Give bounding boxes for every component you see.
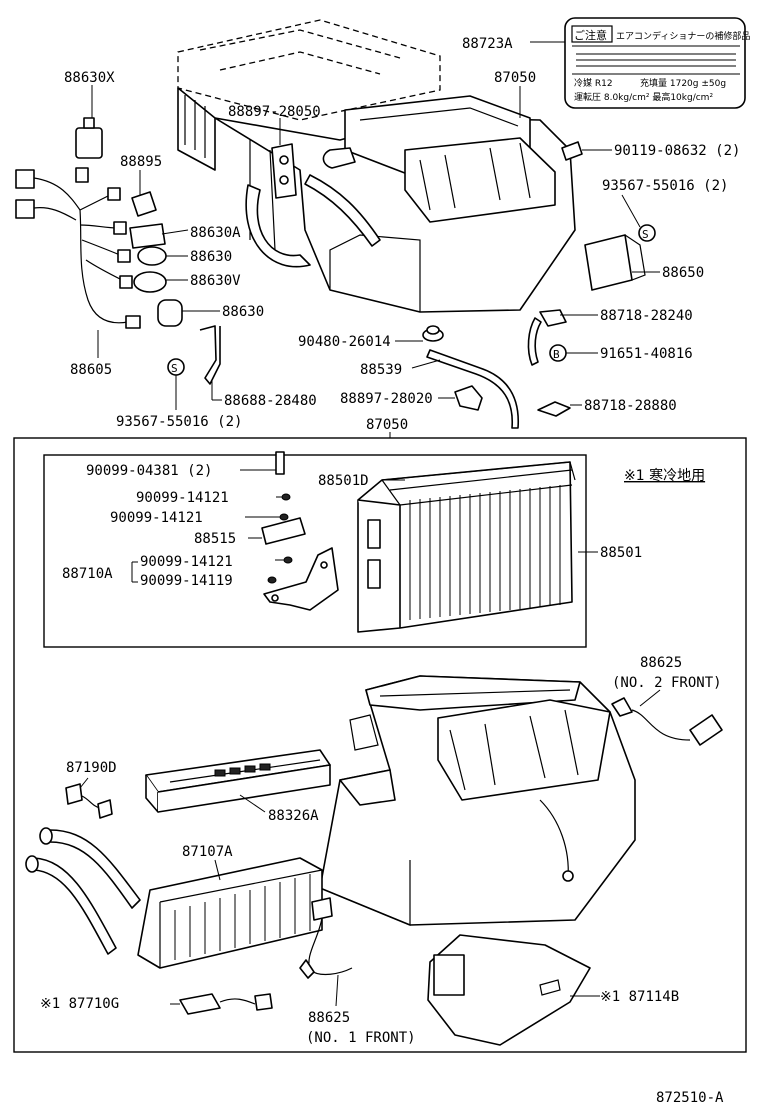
clip-88897-28020 — [454, 385, 483, 411]
bracket-88688-28480: S — [167, 325, 221, 385]
expansion-valve-parts — [261, 451, 339, 611]
label-88897-28020: 88897-28020 — [340, 391, 433, 407]
label-88650: 88650 — [662, 265, 704, 281]
heater-core-87107A — [25, 827, 323, 969]
label-90099-14121-b: 90099-14121 — [110, 510, 203, 526]
heater-unit-assembly-top — [214, 95, 576, 313]
label-88630X: 88630X — [64, 70, 115, 86]
label-87114B: ※1 87114B — [600, 989, 679, 1005]
relay-88630A — [129, 223, 166, 249]
bolt-marker-s1: S — [642, 228, 649, 241]
label-88515: 88515 — [194, 531, 236, 547]
label-93567-55016-bottom: 93567-55016 (2) — [116, 414, 242, 430]
label-90099-04381: 90099-04381 (2) — [86, 463, 212, 479]
label-88326A: 88326A — [268, 808, 319, 824]
label-88895: 88895 — [120, 154, 162, 170]
clip-88718-28880 — [537, 401, 571, 417]
label-88718-28880: 88718-28880 — [584, 398, 677, 414]
bolt-marker-s2: S — [171, 362, 178, 375]
relay-88630-a — [137, 246, 167, 266]
wire-harness-88605 — [15, 167, 141, 329]
relay-88630-b — [157, 299, 183, 327]
label-88897-28050: 88897-28050 — [228, 104, 321, 120]
label-88630-a: 88630 — [190, 249, 232, 265]
label-88723A: 88723A — [462, 36, 513, 52]
label-88501: 88501 — [600, 545, 642, 561]
label-cold-region-note: ※1 寒冷地用 — [624, 467, 705, 484]
caution-subtitle: エアコンディショナーの補修部品 — [616, 30, 750, 42]
relay-88895 — [131, 191, 157, 217]
caution-label-plate: ご注意 エアコンディショナーの補修部品 冷媒 R12 充填量 1720g ±50… — [564, 17, 750, 109]
evaporator-88501 — [357, 461, 576, 633]
label-88688-28480: 88688-28480 — [224, 393, 317, 409]
heater-unit-assembly-bottom — [319, 675, 636, 926]
label-88630A: 88630A — [190, 225, 241, 241]
leader-lines-top — [91, 41, 660, 410]
part-87710G — [179, 993, 273, 1015]
diagram-id: 872510-A — [656, 1090, 724, 1106]
screw-90119 — [561, 141, 612, 161]
control-panel-88326A — [145, 749, 331, 813]
leader-lines-bottom — [79, 469, 661, 1007]
lower-assembly-frame — [13, 432, 747, 1053]
label-88718-28240: 88718-28240 — [600, 308, 693, 324]
caution-refrigerant: 冷媒 R12 — [574, 77, 613, 89]
label-88630V: 88630V — [190, 273, 241, 289]
label-88710A: 88710A — [62, 566, 113, 582]
label-90099-14121-a: 90099-14121 — [136, 490, 229, 506]
upper-duct-housing — [177, 19, 441, 171]
sensor-88625-no2 — [611, 697, 723, 746]
label-88539: 88539 — [360, 362, 402, 378]
label-88605: 88605 — [70, 362, 112, 378]
label-88630-b: 88630 — [222, 304, 264, 320]
label-87710G: ※1 87710G — [40, 996, 119, 1012]
label-88625-bottom: 88625 — [308, 1010, 350, 1026]
relay-88630X — [75, 117, 103, 159]
label-87107A: 87107A — [182, 844, 233, 860]
label-90099-14119: 90099-14119 — [140, 573, 233, 589]
label-87050-top: 87050 — [494, 70, 536, 86]
label-88501D: 88501D — [318, 473, 369, 489]
connector-87190D — [65, 783, 113, 819]
label-88625-top-note: (NO. 2 FRONT) — [612, 675, 722, 691]
grommet-90480 — [422, 325, 444, 342]
label-90119-08632: 90119-08632 (2) — [614, 143, 740, 159]
amplifier-88650: S — [584, 224, 656, 291]
label-88625-top: 88625 — [640, 655, 682, 671]
label-91651-40816: 91651-40816 — [600, 346, 693, 362]
label-90099-14121-c: 90099-14121 — [140, 554, 233, 570]
label-87190D: 87190D — [66, 760, 117, 776]
label-93567-55016-top: 93567-55016 (2) — [602, 178, 728, 194]
drain-hose-88539 — [426, 349, 520, 429]
label-88625-bottom-note: (NO. 1 FRONT) — [306, 1030, 416, 1046]
sensor-88625-no1 — [299, 897, 353, 979]
label-90480-26014: 90480-26014 — [298, 334, 391, 350]
relay-88630V — [133, 271, 167, 293]
label-87050-mid: 87050 — [366, 417, 408, 433]
caution-pressure: 運転圧 8.0kg/cm² 最高10kg/cm² — [574, 91, 713, 103]
bolt-marker-b1: B — [553, 348, 560, 361]
caution-amount: 充填量 1720g ±50g — [640, 77, 726, 89]
bracket-88718-28240: B — [527, 309, 567, 366]
caution-title: ご注意 — [574, 28, 607, 42]
cover-87114B — [427, 934, 591, 1046]
